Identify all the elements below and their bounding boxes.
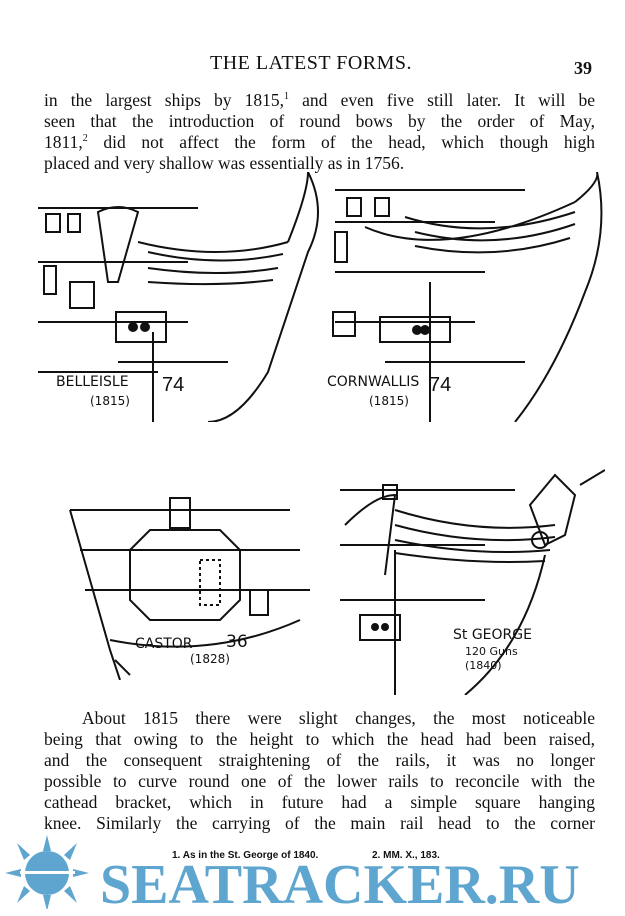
text-line: About 1815 there were slight changes, th… (82, 708, 595, 728)
ship-name-label: St GEORGE (453, 627, 532, 643)
ship-year-label: (1828) (190, 652, 230, 666)
figure-belleisle: BELLEISLE (1815) 74 (38, 171, 328, 423)
text-line: placed and very shallow was essentially … (44, 153, 405, 173)
text-line: and the consequent straightening of the … (44, 750, 595, 770)
gun-count-label: 36 (226, 632, 248, 652)
gun-count-label: 74 (162, 374, 185, 396)
text-line: 1811,2 did not affect the form of the he… (44, 132, 595, 152)
gun-count-label: 120 Guns (465, 645, 518, 658)
ship-year-label: (1840) (465, 659, 502, 672)
sun-logo-icon (5, 835, 89, 909)
gun-count-label: 74 (429, 374, 452, 396)
ship-year-label: (1815) (369, 394, 409, 408)
ship-name-label: CORNWALLIS (327, 374, 420, 390)
text-line: possible to curve round one of the lower… (44, 771, 595, 791)
text-line: cathead bracket, which in future had a s… (44, 792, 595, 812)
figure-cornwallis: CORNWALLIS (1815) 74 (325, 171, 610, 423)
page-number: 39 (574, 58, 592, 78)
text-line: knee. Similarly the carrying of the main… (44, 813, 595, 833)
ship-bow-drawing (340, 469, 606, 696)
running-title: THE LATEST FORMS. (210, 52, 413, 74)
ship-bow-drawing (38, 171, 319, 423)
text-line: seen that the introduction of round bows… (44, 111, 595, 131)
watermark: SEATRACKER.RU (100, 854, 580, 916)
ship-year-label: (1815) (90, 394, 130, 408)
figure-st-george: St GEORGE 120 Guns (1840) (335, 465, 606, 696)
ship-name-label: BELLEISLE (56, 374, 129, 390)
ship-stern-drawing (69, 497, 310, 681)
ship-bow-drawing (332, 171, 603, 423)
ship-name-label: CASTOR (135, 636, 193, 652)
footnote-2: 2. MM. X., 183. (372, 850, 440, 861)
footnote-1: 1. As in the St. George of 1840. (172, 850, 319, 861)
text-line: being that owing to the height to which … (44, 729, 595, 749)
text-line: in the largest ships by 1815,1 and even … (44, 90, 595, 110)
figure-castor: CASTOR 36 (1828) (60, 490, 330, 681)
